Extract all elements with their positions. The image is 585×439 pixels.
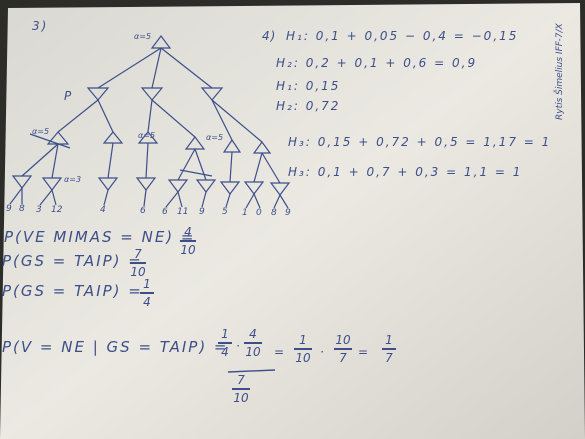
bayes-bottom-fraction: 7 10: [232, 373, 250, 405]
leaf-value: 12: [51, 205, 63, 215]
leaf-value: 6: [140, 206, 146, 216]
leaf-value: 9: [199, 207, 205, 217]
part4-line-1: H₁: 0,1 + 0,05 − 0,4 = −0,15: [286, 29, 519, 43]
leaf-value: 8: [271, 208, 277, 218]
leaf-value: 0: [256, 208, 262, 218]
bayes-top-b-fraction: 4 10: [244, 327, 262, 359]
part4-line-3: H₁: 0,15: [276, 79, 341, 93]
leaf-value: 4: [100, 205, 106, 215]
tree-node-l3-d: [135, 177, 157, 191]
leaf-value: 3: [36, 205, 42, 215]
tree-node-label-4: α=3: [64, 175, 82, 184]
tree-node-l3-b: [41, 177, 63, 191]
bayes-step-b-fraction: 10 7: [334, 333, 352, 365]
part4-line-4: H₂: 0,72: [276, 99, 341, 113]
prob-line-2-lhs: P(GS = TAIP) =: [2, 252, 143, 270]
tree-node-l3-a: [11, 175, 33, 189]
tree-node-l3-f: [195, 179, 217, 193]
tree-node-l3-i: [269, 182, 291, 196]
bayes-lhs: P(V = NE | GS = TAIP) =: [2, 338, 229, 356]
leaf-value: 9: [285, 208, 291, 218]
tree-node-l1-a: [86, 87, 110, 101]
leaf-value: 8: [19, 204, 25, 214]
leaf-value: 9: [6, 204, 12, 214]
part4-line-5: H₃: 0,15 + 0,72 + 0,5 = 1,17 = 1: [288, 135, 552, 149]
prob-line-1-lhs: P(VE MIMAS = NE) =: [4, 228, 196, 246]
bayes-main-bar: [227, 369, 276, 373]
bayes-result-fraction: 1 7: [382, 334, 396, 364]
tree-p-label: P: [64, 89, 74, 103]
game-tree: [9, 35, 291, 209]
tree-node-l3-g: [219, 181, 241, 195]
prob-line-3-lhs: P(GS = TAIP) =: [2, 282, 143, 300]
bayes-top-a-fraction: 1 4: [218, 328, 232, 358]
prob-line-2-fraction: 7 10: [130, 247, 146, 279]
tree-node-l3-h: [243, 181, 265, 195]
tree-root-label: α=5: [134, 32, 152, 41]
tree-node-label-3: α=5: [206, 133, 224, 142]
tree-node-l1-c: [200, 87, 224, 101]
tree-node-l3-c: [97, 177, 119, 191]
leaf-value: 5: [222, 207, 228, 217]
tree-node-label-2: α=5: [138, 131, 156, 140]
leaf-value: 11: [177, 207, 189, 217]
bayes-step-a-fraction: 1 10: [294, 333, 312, 365]
part4-line-6: H₃: 0,1 + 0,7 + 0,3 = 1,1 = 1: [288, 165, 523, 179]
problem-number: 3): [32, 19, 49, 33]
tree-node-label-1: α=5: [32, 127, 50, 136]
part4-label: 4): [262, 29, 277, 43]
prob-line-1-fraction: 4 10: [180, 225, 196, 257]
leaf-value: 6: [162, 207, 168, 217]
tree-node-l1-b: [140, 87, 164, 101]
signature: Rytis Šimelius IFF-7/X: [555, 23, 565, 120]
prob-line-3-fraction: 1 4: [140, 278, 154, 308]
paper-surface: [0, 3, 585, 439]
leaf-value: 1: [242, 208, 248, 218]
part4-line-2: H₂: 0,2 + 0,1 + 0,6 = 0,9: [276, 56, 478, 70]
tree-node-l3-e: [167, 179, 189, 193]
